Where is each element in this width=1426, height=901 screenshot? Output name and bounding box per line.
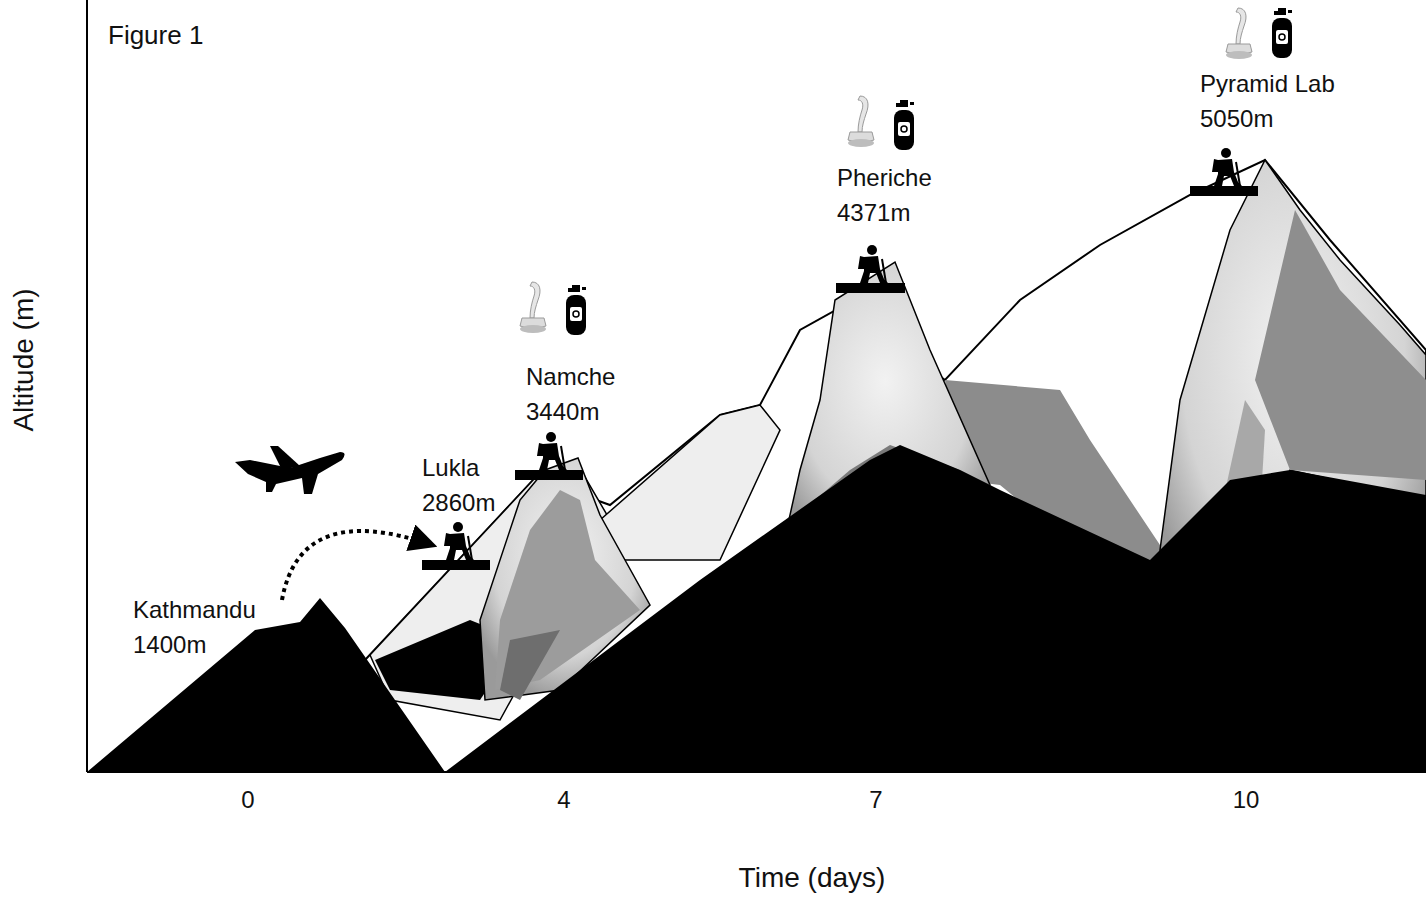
flight-arrow <box>282 531 432 600</box>
ultrasound-probe-icon <box>520 282 546 333</box>
peak-shade <box>1255 210 1426 480</box>
hiker-silhouette <box>444 522 474 560</box>
platform <box>836 283 905 293</box>
y-axis <box>86 0 88 772</box>
place-label: Namche 3440m <box>526 359 631 429</box>
tick-label: 0 <box>241 786 254 814</box>
place-label: Pheriche 4371m <box>837 160 952 230</box>
foreground-mountain <box>87 598 445 772</box>
foreground-mountain <box>445 445 1426 772</box>
tick-label: 10 <box>1233 786 1260 814</box>
ridge-face <box>600 405 780 560</box>
platform <box>515 470 583 480</box>
hiker-silhouette <box>858 245 888 283</box>
ultrasound-probe-icon <box>848 96 874 147</box>
tick-label: 4 <box>557 786 570 814</box>
axis-title: Altitude (m) <box>8 288 40 431</box>
platform <box>1190 186 1258 196</box>
oxygen-cylinder-icon <box>1272 8 1292 58</box>
tick-label: 7 <box>869 786 882 814</box>
oxygen-cylinder-icon <box>566 285 586 335</box>
hiker-silhouette <box>537 432 567 470</box>
figure-title: Figure 1 <box>108 20 203 51</box>
place-label: Kathmandu 1400m <box>133 592 268 662</box>
hiker-silhouette <box>1212 148 1242 186</box>
back-ridge <box>365 160 1426 772</box>
place-label: Lukla 2860m <box>422 450 502 520</box>
peak-shade <box>500 630 560 700</box>
ultrasound-probe-icon <box>1226 8 1252 59</box>
x-axis <box>87 771 1426 773</box>
place-label: Pyramid Lab 5050m <box>1200 66 1365 136</box>
oxygen-cylinder-icon <box>894 100 914 150</box>
airplane-wing <box>270 446 300 470</box>
axis-title: Time (days) <box>739 862 886 894</box>
platform <box>422 560 490 570</box>
